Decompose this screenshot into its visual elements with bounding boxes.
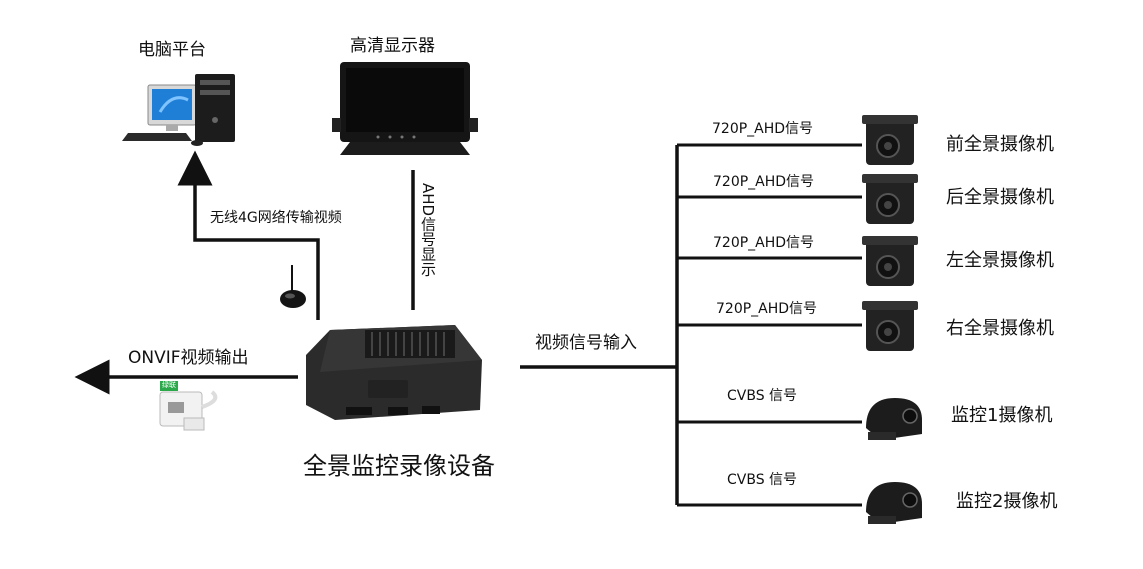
camera-name-label: 后全景摄像机 <box>946 187 1054 208</box>
camera-signal-label: CVBS 信号 <box>727 472 798 488</box>
pc-label: 电脑平台 <box>138 40 206 60</box>
onvif-output-label: ONVIF视频输出 <box>128 348 249 368</box>
ahd-display-label: AHD信号显示 <box>419 183 437 277</box>
camera-name-label: 前全景摄像机 <box>946 134 1054 155</box>
device-label: 全景监控录像设备 <box>303 452 495 480</box>
box-camera-icon <box>862 236 918 286</box>
camera-signal-label: CVBS 信号 <box>727 388 798 404</box>
box-camera-icon <box>862 174 918 224</box>
camera-name-label: 右全景摄像机 <box>946 318 1054 339</box>
video-input-label: 视频信号输入 <box>535 333 637 353</box>
monitor-label: 高清显示器 <box>350 36 435 56</box>
camera-name-label: 左全景摄像机 <box>946 250 1054 271</box>
box-camera-icon <box>862 301 918 351</box>
camera-name-label: 监控2摄像机 <box>956 491 1058 512</box>
camera-signal-label: 720P_AHD信号 <box>713 235 815 251</box>
camera-signal-label: 720P_AHD信号 <box>712 121 814 137</box>
wireless-link-line <box>177 150 320 320</box>
dome-camera-icon <box>866 482 922 524</box>
dome-camera-icon <box>866 398 922 440</box>
camera-name-label: 监控1摄像机 <box>951 405 1053 426</box>
wireless-link-label: 无线4G网络传输视频 <box>210 210 342 226</box>
camera-signal-label: 720P_AHD信号 <box>713 174 815 190</box>
box-camera-icon <box>862 115 918 165</box>
camera-signal-label: 720P_AHD信号 <box>716 301 818 317</box>
usb-adapter-brand: 绿联 <box>162 381 176 389</box>
